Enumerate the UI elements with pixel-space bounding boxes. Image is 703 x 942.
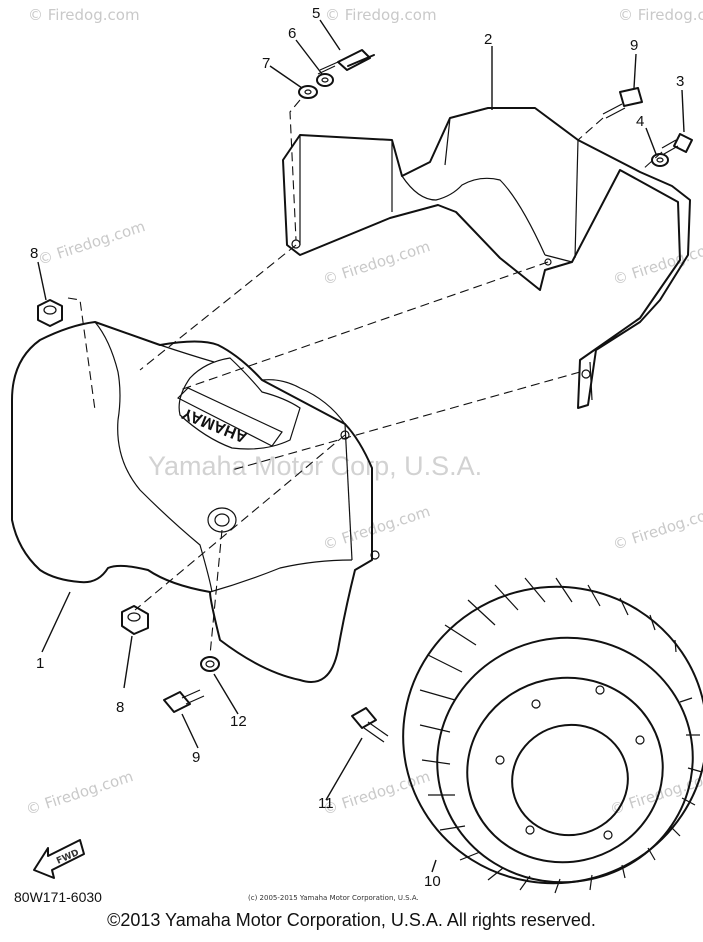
watermark-firedog: © Firedog.com [24,767,136,819]
callout-2: 2 [484,31,492,48]
callout-10: 10 [424,873,441,890]
callout-5: 5 [312,5,320,22]
footer-copyright: ©2013 Yamaha Motor Corporation, U.S.A. A… [107,910,596,930]
watermark-firedog: © Firedog.com [321,237,433,289]
callout-7: 7 [262,55,270,72]
watermark-firedog: © Firedog.com [608,767,703,819]
callout-12: 12 [230,713,247,730]
watermark-firedog: © Firedog.com [325,6,437,24]
leader-lines [37,19,685,873]
watermark-yamaha-corp: Yamaha Motor Corp, U.S.A. [148,451,482,481]
watermark-layer: © Firedog.com © Firedog.com © Firedog.co… [24,6,703,819]
watermark-firedog: © Firedog.com [618,6,703,24]
watermark-firedog: © Firedog.com [321,502,433,554]
callout-4: 4 [636,113,644,130]
callout-3: 3 [676,73,684,90]
callout-6: 6 [288,25,296,42]
fan-blades [419,577,703,894]
callout-1: 1 [36,655,44,672]
upper-air-shroud [282,107,691,409]
small-copyright-notice: (c) 2005-2015 Yamaha Motor Corporation, … [248,894,419,902]
assembly-lines [67,99,663,656]
callout-11: 11 [318,795,334,812]
watermark-firedog: © Firedog.com [36,217,148,269]
callout-8-top: 8 [30,245,38,262]
callout-9-top: 9 [630,37,638,54]
diagram-code: 80W171-6030 [14,889,102,905]
fasteners [37,49,693,743]
lower-fan-cover: YAMAHA [11,321,380,683]
watermark-firedog: © Firedog.com [28,6,140,24]
fwd-arrow: FWD [33,839,85,879]
callout-8-bottom: 8 [116,699,124,716]
flywheel-fan [402,577,703,894]
cover-brand-logo: YAMAHA [180,404,251,446]
callouts: 5 6 7 2 9 3 4 8 1 8 12 9 11 10 [30,5,684,890]
watermark-firedog: © Firedog.com [611,502,703,554]
callout-9-bottom: 9 [192,749,200,766]
